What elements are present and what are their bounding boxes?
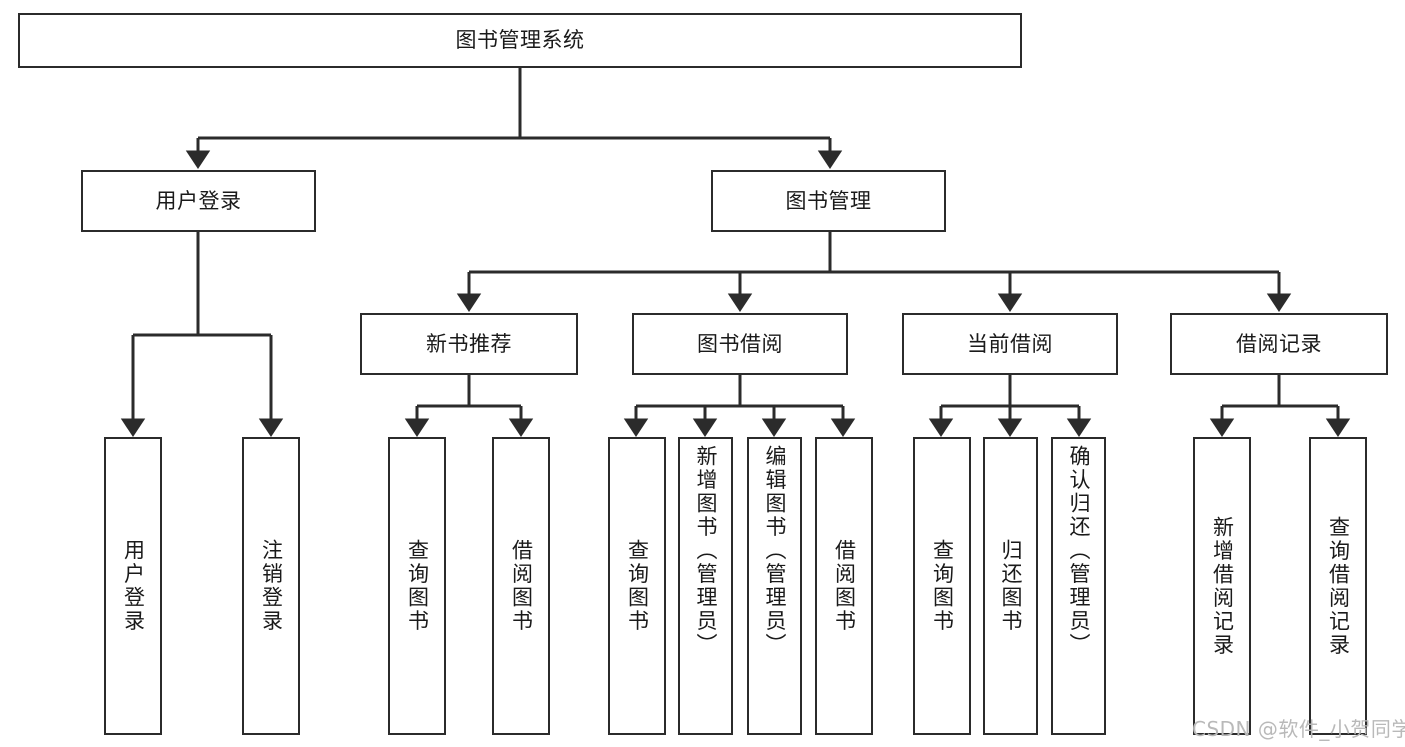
node-user-login[interactable]: 用户登录 xyxy=(81,170,316,232)
node-current-borrow[interactable]: 当前借阅 xyxy=(902,313,1118,375)
node-label: 当前借阅 xyxy=(967,331,1053,356)
leaf-borrow-book[interactable]: 借阅图书 xyxy=(815,437,873,735)
leaf-user-login[interactable]: 用户登录 xyxy=(104,437,162,735)
node-label: 查询图书 xyxy=(930,539,955,633)
leaf-query-book-recommend[interactable]: 查询图书 xyxy=(388,437,446,735)
node-label: 借阅图书 xyxy=(832,539,857,633)
csdn-watermark: CSDN @软件_小贺同学 xyxy=(1192,717,1405,741)
leaf-logout[interactable]: 注销登录 xyxy=(242,437,300,735)
node-label: 用户登录 xyxy=(121,539,146,633)
node-label: 图书管理 xyxy=(785,188,872,213)
node-label: 借阅图书 xyxy=(509,539,534,633)
node-label: 查询借阅记录 xyxy=(1326,515,1351,657)
node-label: 查询图书 xyxy=(405,539,430,633)
node-label: 查询图书 xyxy=(625,539,650,633)
node-label: 新增图书（管理员） xyxy=(694,445,718,657)
leaf-add-book-admin[interactable]: 新增图书（管理员） xyxy=(678,437,733,735)
leaf-confirm-return-admin[interactable]: 确认归还（管理员） xyxy=(1051,437,1106,735)
leaf-query-book-borrow[interactable]: 查询图书 xyxy=(608,437,666,735)
node-label: 借阅记录 xyxy=(1236,331,1322,356)
leaf-return-book[interactable]: 归还图书 xyxy=(983,437,1038,735)
node-label: 注销登录 xyxy=(259,539,284,633)
leaf-edit-book-admin[interactable]: 编辑图书（管理员） xyxy=(747,437,802,735)
leaf-add-borrow-record[interactable]: 新增借阅记录 xyxy=(1193,437,1251,735)
node-borrow-record[interactable]: 借阅记录 xyxy=(1170,313,1388,375)
node-label: 归还图书 xyxy=(999,539,1023,633)
node-label: 新书推荐 xyxy=(426,331,512,356)
leaf-query-book-current[interactable]: 查询图书 xyxy=(913,437,971,735)
leaf-query-borrow-record[interactable]: 查询借阅记录 xyxy=(1309,437,1367,735)
node-label: 编辑图书（管理员） xyxy=(763,445,787,657)
leaf-borrow-book-recommend[interactable]: 借阅图书 xyxy=(492,437,550,735)
node-label: 新增借阅记录 xyxy=(1210,515,1235,657)
node-root-system[interactable]: 图书管理系统 xyxy=(18,13,1022,68)
node-label: 图书借阅 xyxy=(697,331,783,356)
node-new-book-recommend[interactable]: 新书推荐 xyxy=(360,313,578,375)
node-label: 用户登录 xyxy=(155,188,242,213)
node-label: 确认归还（管理员） xyxy=(1067,445,1091,657)
node-book-borrow[interactable]: 图书借阅 xyxy=(632,313,848,375)
node-book-management[interactable]: 图书管理 xyxy=(711,170,946,232)
node-label: 图书管理系统 xyxy=(455,28,585,53)
